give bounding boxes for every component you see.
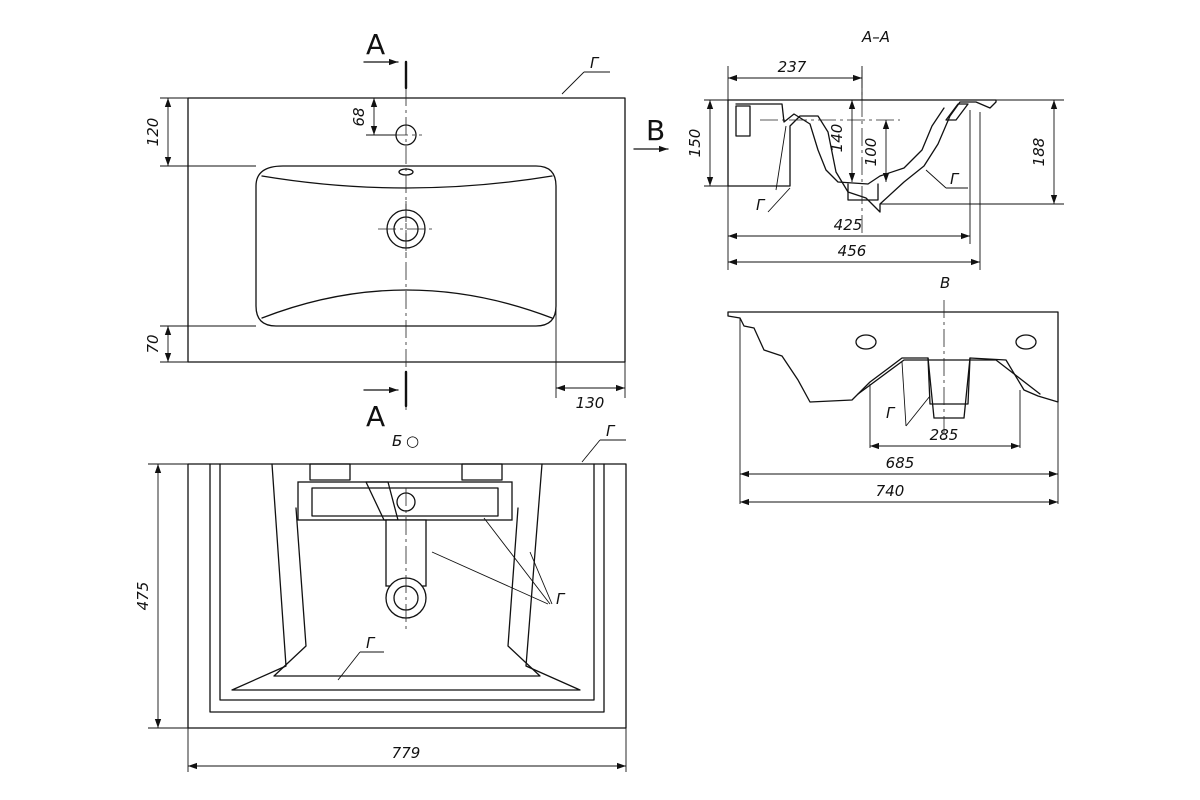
bowl-rim-top: [261, 175, 553, 189]
side-view-drain: [927, 357, 971, 419]
view-title: B: [940, 274, 950, 292]
bowl-outline: [255, 165, 557, 327]
dim-70: 70: [144, 334, 162, 353]
leader-line: [905, 395, 931, 427]
dim-150: 150: [686, 129, 704, 158]
edge-note: Г: [556, 590, 566, 608]
dim-237: 237: [778, 58, 807, 76]
dim-188: 188: [1030, 138, 1048, 167]
bottom-tap-plate-inner: [311, 487, 499, 517]
section-inner-profile: [735, 103, 945, 185]
dim-100: 100: [862, 138, 880, 167]
dim-130: 130: [576, 394, 605, 412]
section-outer-profile: [727, 99, 997, 213]
side-view-rim: [857, 359, 1041, 395]
bottom-rim-inner: [219, 463, 595, 701]
leader-line: [561, 71, 585, 95]
bottom-block-right: [461, 463, 503, 481]
bottom-block-left: [309, 463, 351, 481]
edge-note: Г: [606, 422, 616, 440]
bowl-rim-bottom: [261, 289, 553, 319]
dim-685: 685: [886, 454, 915, 472]
section-mark-top: A: [366, 28, 385, 61]
dim-475: 475: [134, 582, 152, 611]
side-view-hole-left: [855, 334, 877, 350]
section-drain: [847, 183, 879, 201]
edge-note: Г: [366, 634, 376, 652]
side-view-outline: [727, 311, 1059, 405]
leader-line: [767, 187, 791, 213]
bottom-rim-outer: [209, 463, 605, 713]
bottom-view: Б ○ Г Г Г 475 779: [134, 422, 627, 772]
plan-view: A A B Г 120 68 70 130: [144, 28, 669, 433]
dim-120: 120: [144, 118, 162, 147]
dim-140: 140: [828, 124, 846, 153]
dim-68: 68: [350, 107, 368, 126]
bottom-view-title: Б: [392, 432, 402, 450]
bottom-bowl-inner: [273, 507, 541, 677]
leader-line: [901, 361, 907, 427]
leader-line: [337, 651, 361, 681]
leader-line: [529, 551, 553, 605]
dim-285: 285: [930, 426, 959, 444]
section-wall-left: [735, 105, 751, 137]
dim-740: 740: [876, 482, 905, 500]
dim-456: 456: [838, 242, 867, 260]
leader-line: [775, 125, 787, 191]
view-mark: B: [646, 114, 665, 147]
edge-note: Г: [950, 170, 960, 188]
side-view-hole-right: [1015, 334, 1037, 350]
bottom-bowl-outline: [231, 463, 581, 691]
leader-line: [925, 169, 947, 189]
section-mark-bottom: A: [366, 400, 385, 433]
side-view: B Г 285 685 740: [727, 274, 1059, 506]
leader-line: [581, 439, 601, 463]
dim-425: 425: [834, 216, 863, 234]
basin-outline: [187, 97, 626, 363]
bottom-outline: [187, 463, 627, 729]
dim-779: 779: [392, 744, 421, 762]
leader-line: [483, 517, 551, 605]
section-wall-right: [945, 103, 969, 121]
edge-note: Г: [756, 196, 766, 214]
section-view: A–A 237 150 140 100 188 425 456: [686, 28, 1064, 270]
edge-note: Г: [590, 54, 600, 72]
leader-line: [431, 551, 549, 605]
section-title: A–A: [861, 28, 890, 46]
bottom-view-symbol: ○: [406, 432, 419, 450]
edge-note: Г: [886, 404, 896, 422]
